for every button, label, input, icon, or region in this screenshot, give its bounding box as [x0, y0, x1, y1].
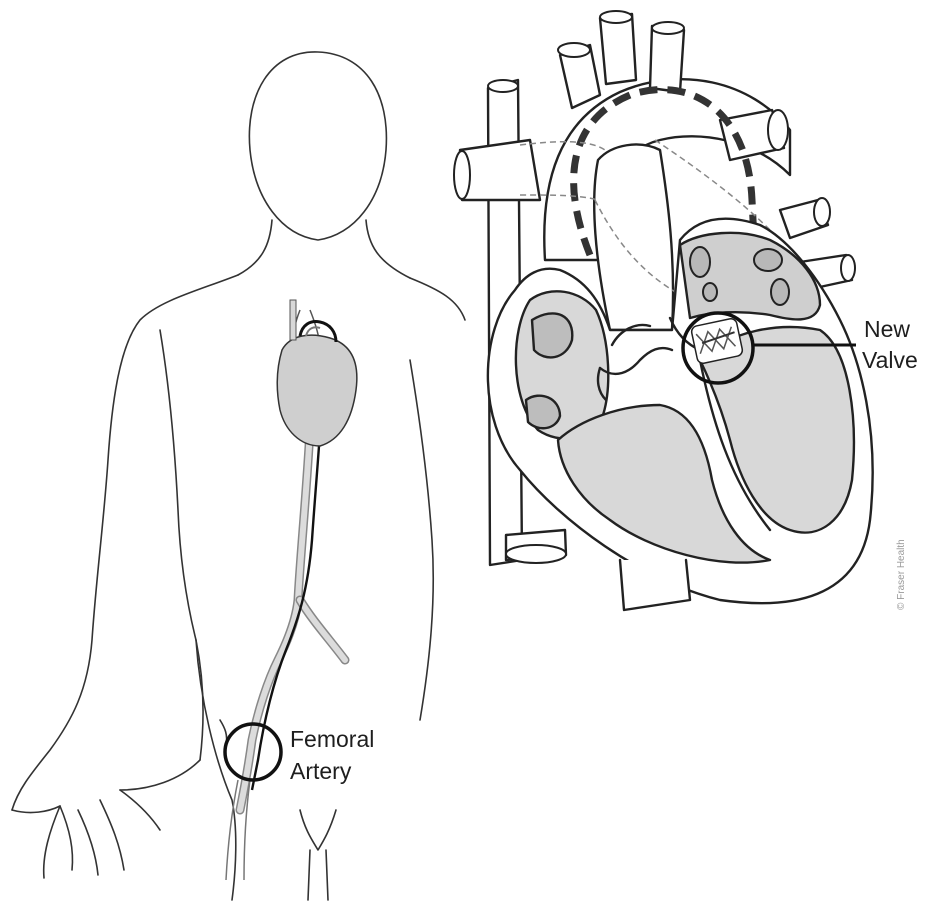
large-heart-illustration: [454, 11, 873, 610]
new-valve-label-line1: New: [864, 316, 910, 343]
femoral-artery-label-line1: Femoral: [290, 726, 374, 753]
femoral-artery-label-line2: Artery: [290, 758, 351, 785]
new-valve-label-line2: Valve: [862, 347, 918, 374]
human-body-outline: [12, 52, 465, 900]
small-heart-icon: [277, 300, 357, 446]
credit-text: © Fraser Health: [896, 539, 907, 610]
